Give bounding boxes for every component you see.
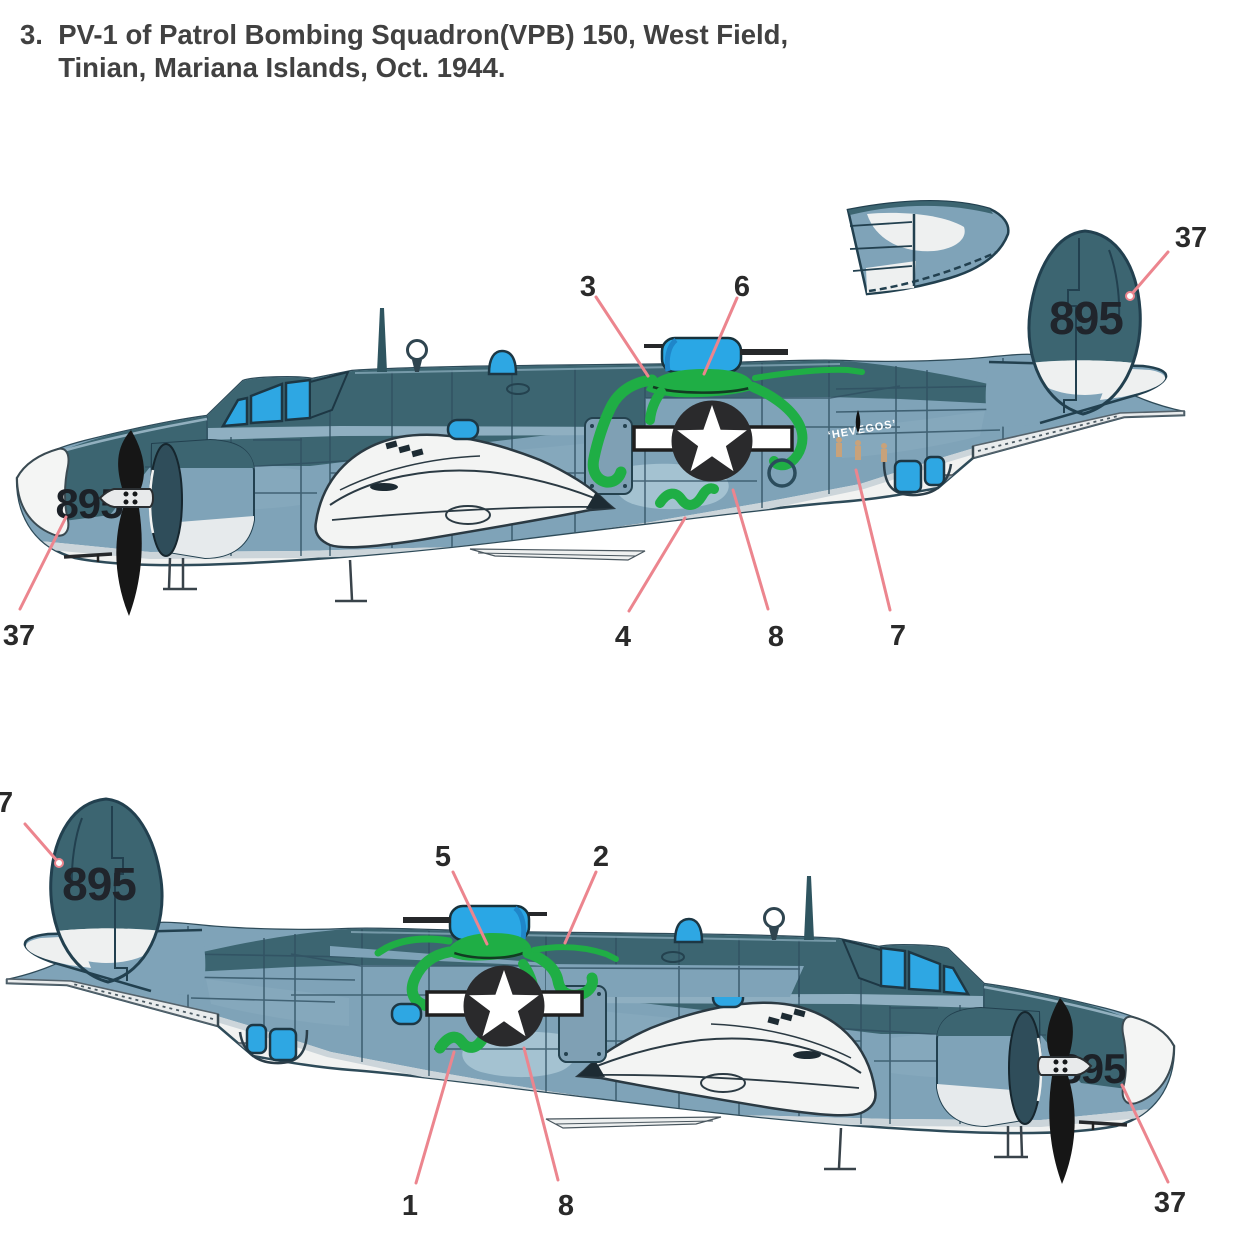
svg-text:37: 37 bbox=[1154, 1187, 1186, 1219]
svg-text:7: 7 bbox=[890, 620, 906, 652]
svg-text:37: 37 bbox=[1175, 222, 1207, 254]
svg-text:4: 4 bbox=[615, 621, 631, 653]
svg-text:3: 3 bbox=[580, 271, 596, 303]
svg-text:8: 8 bbox=[768, 621, 784, 653]
svg-text:1: 1 bbox=[402, 1190, 418, 1222]
svg-text:37: 37 bbox=[3, 620, 35, 652]
svg-text:895: 895 bbox=[62, 858, 136, 910]
svg-text:6: 6 bbox=[734, 271, 750, 303]
svg-text:8: 8 bbox=[558, 1190, 574, 1222]
svg-text:5: 5 bbox=[435, 841, 451, 873]
svg-text:2: 2 bbox=[593, 841, 609, 873]
svg-text:7: 7 bbox=[0, 787, 13, 819]
svg-text:895: 895 bbox=[1049, 292, 1123, 344]
